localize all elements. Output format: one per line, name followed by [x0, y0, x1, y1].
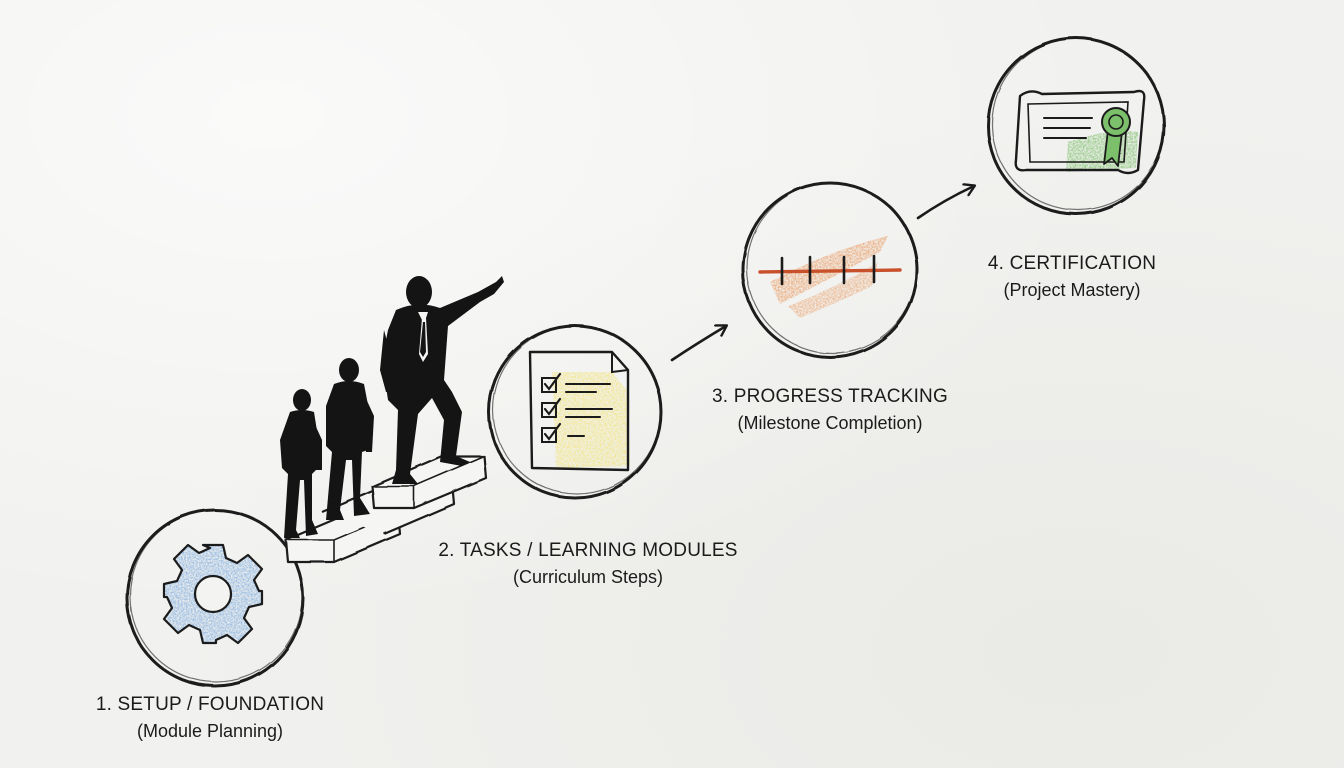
step-3-subtitle: (Milestone Completion)	[737, 413, 923, 433]
step-1-subtitle: (Module Planning)	[136, 721, 284, 741]
step-3-title: 3. PROGRESS TRACKING	[712, 386, 948, 407]
gear-icon	[162, 543, 264, 645]
certificate-icon	[1014, 89, 1146, 175]
stairs	[284, 454, 488, 564]
step-4-subtitle: (Project Mastery)	[1003, 280, 1141, 300]
step-4-circle	[986, 36, 1166, 216]
step-2-circle	[487, 324, 663, 500]
arrow-3-to-4	[916, 186, 974, 220]
person-medium	[326, 358, 374, 520]
step-4-label: 4. CERTIFICATION (Project Mastery)	[962, 251, 1182, 303]
step-1-title: 1. SETUP / FOUNDATION	[95, 694, 325, 715]
person-pointing-leader	[380, 276, 504, 484]
step-2-label: 2. TASKS / LEARNING MODULES (Curriculum …	[428, 538, 748, 590]
step-2-title: 2. TASKS / LEARNING MODULES	[438, 540, 738, 561]
step-4-title: 4. CERTIFICATION	[987, 253, 1157, 274]
person-small	[280, 389, 322, 538]
step-1-label: 1. SETUP / FOUNDATION (Module Planning)	[80, 692, 340, 744]
checklist-icon	[528, 350, 630, 472]
step-3-circle	[741, 181, 919, 359]
step-3-label: 3. PROGRESS TRACKING (Milestone Completi…	[700, 384, 960, 436]
arrow-2-to-3	[670, 326, 726, 362]
milestone-timeline-icon	[758, 236, 902, 318]
step-1-circle	[125, 508, 305, 688]
step-2-subtitle: (Curriculum Steps)	[512, 567, 664, 587]
